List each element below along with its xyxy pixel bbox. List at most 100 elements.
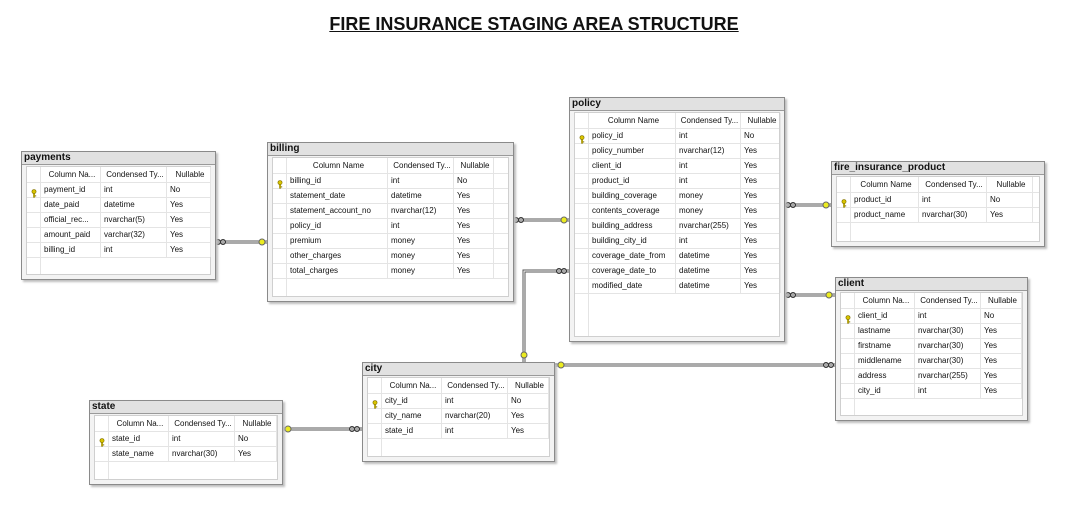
column-name: amount_paid — [41, 227, 101, 242]
nullable-header[interactable]: Nullable — [987, 177, 1033, 192]
table-client[interactable]: client Column Na...Condensed Ty...Nullab… — [835, 277, 1028, 421]
column-name-header[interactable]: Column Name — [851, 177, 919, 192]
column-nullable: Yes — [508, 423, 549, 438]
nullable-header[interactable]: Nullable — [981, 293, 1022, 308]
condensed-type-header[interactable]: Condensed Ty... — [919, 177, 987, 192]
column-type: nvarchar(12) — [388, 203, 454, 218]
primary-key-icon — [371, 396, 379, 409]
column-name-header[interactable]: Column Na... — [855, 293, 915, 308]
column-row[interactable]: official_rec...nvarchar(5)Yes — [27, 212, 211, 228]
column-name-header[interactable]: Column Na... — [109, 416, 169, 431]
column-type: datetime — [676, 248, 741, 263]
column-type: int — [388, 218, 454, 233]
column-name: building_coverage — [589, 188, 676, 203]
table-title: payments — [22, 152, 215, 165]
key-column-separator — [588, 113, 589, 336]
nullable-header[interactable]: Nullable — [235, 416, 277, 431]
column-nullable: Yes — [741, 248, 781, 263]
column-nullable: Yes — [167, 212, 211, 227]
table-state[interactable]: state Column Na...Condensed Ty...Nullabl… — [89, 400, 283, 485]
column-name: statement_date — [287, 188, 388, 203]
column-name-header[interactable]: Column Na... — [41, 167, 101, 182]
nullable-header[interactable]: Nullable — [454, 158, 494, 173]
column-name-header[interactable]: Column Na... — [382, 378, 442, 393]
nullable-header[interactable]: Nullable — [741, 113, 781, 128]
condensed-type-header[interactable]: Condensed Ty... — [101, 167, 167, 182]
column-name: other_charges — [287, 248, 388, 263]
column-type: datetime — [388, 188, 454, 203]
table-payments[interactable]: payments Column Na...Condensed Ty...Null… — [21, 151, 216, 280]
nullable-header[interactable]: Nullable — [508, 378, 549, 393]
nullable-header[interactable]: Nullable — [167, 167, 211, 182]
column-nullable: Yes — [981, 323, 1022, 338]
column-name: billing_id — [287, 173, 388, 188]
column-name: building_city_id — [589, 233, 676, 248]
condensed-type-header[interactable]: Condensed Ty... — [915, 293, 981, 308]
column-nullable: Yes — [741, 143, 781, 158]
column-nullable: No — [987, 192, 1033, 207]
condensed-type-header[interactable]: Condensed Ty... — [442, 378, 508, 393]
column-nullable: Yes — [741, 173, 781, 188]
column-nullable: Yes — [987, 207, 1033, 222]
condensed-type-header[interactable]: Condensed Ty... — [388, 158, 454, 173]
column-type: int — [676, 128, 741, 143]
column-type: nvarchar(30) — [919, 207, 987, 222]
condensed-type-header[interactable]: Condensed Ty... — [676, 113, 741, 128]
column-name-header[interactable]: Column Name — [589, 113, 676, 128]
column-name: middlename — [855, 353, 915, 368]
table-city[interactable]: city Column Na...Condensed Ty...Nullable… — [362, 362, 555, 462]
column-type: money — [676, 188, 741, 203]
column-type: money — [388, 233, 454, 248]
column-name: state_name — [109, 446, 169, 461]
table-title: state — [90, 401, 282, 414]
column-name: coverage_date_from — [589, 248, 676, 263]
column-name: product_name — [851, 207, 919, 222]
column-name: client_id — [589, 158, 676, 173]
condensed-type-header[interactable]: Condensed Ty... — [169, 416, 235, 431]
column-name: contents_coverage — [589, 203, 676, 218]
column-type: nvarchar(12) — [676, 143, 741, 158]
column-name-header[interactable]: Column Name — [287, 158, 388, 173]
